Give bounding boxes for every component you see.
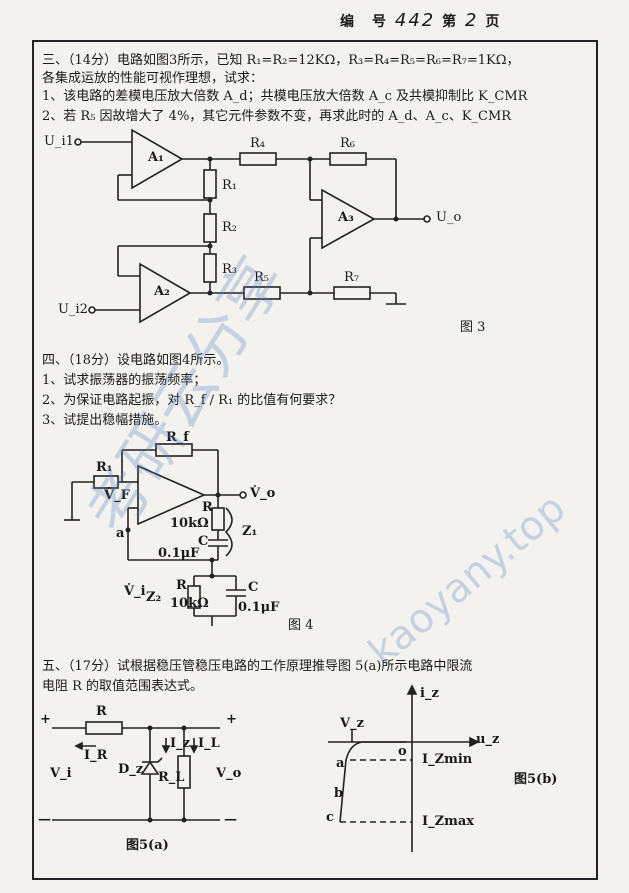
label-a2: A₂ — [154, 284, 170, 299]
label-r-series: R — [202, 500, 213, 515]
label-il: I_L — [198, 736, 220, 751]
label-point-c: c — [326, 810, 334, 825]
label-vo-5a: V_o — [216, 766, 242, 781]
page-prefix: 第 — [442, 14, 459, 30]
label-vf: V̇_F — [104, 488, 130, 503]
label-minus-out: — — [224, 812, 237, 827]
label-r5: R₅ — [254, 270, 269, 285]
label-izmin: I_Zmin — [422, 752, 473, 767]
q4-item1: 1、试求振荡器的振荡频率； — [42, 373, 207, 388]
label-r-parallel: R — [176, 578, 187, 593]
label-a3: A₃ — [338, 210, 354, 225]
q5-title: 五、（17分）试根据稳压管稳压电路的工作原理推导图 5(a)所示电路中限流 — [42, 659, 473, 674]
label-dz: D_z — [118, 762, 144, 777]
label-vi: V̇_i — [124, 584, 146, 599]
label-c-parallel: C — [248, 580, 259, 595]
q4-item3: 3、试提出稳幅措施。 — [42, 413, 168, 428]
exam-frame — [32, 40, 598, 880]
label-iz-axis: i_z — [420, 686, 439, 701]
label-vo: V̇_o — [250, 486, 276, 501]
label-plus-out: + — [226, 712, 237, 727]
label-r-series-value: 10kΩ — [170, 516, 209, 531]
label-r4: R₄ — [250, 136, 265, 151]
label-ui1: U_i1 — [44, 134, 74, 149]
code-label: 编 号 — [340, 14, 388, 30]
label-c-series-value: 0.1μF — [158, 546, 200, 561]
q3-item2: 2、若 R₅ 因故增大了 4%，其它元件参数不变，再求此时的 A_d、A_c、K… — [42, 109, 512, 124]
label-point-b: b — [334, 786, 344, 801]
page-header: 编 号 442 第 2 页 — [340, 10, 501, 31]
label-r6: R₆ — [340, 136, 355, 151]
opamp-oscillator — [137, 464, 206, 526]
label-uo: U_o — [436, 210, 462, 225]
label-rl: R_L — [158, 770, 185, 785]
label-minus-in: — — [38, 812, 51, 827]
label-r1-fig4: R₁ — [96, 460, 113, 475]
label-z1: Z₁ — [242, 524, 258, 539]
label-z2: Z₂ — [146, 590, 162, 605]
q3-title: 三、（14分）电路如图3所示，已知 R₁=R₂=12KΩ，R₃=R₄=R₅=R₆… — [42, 53, 520, 68]
label-r-limit: R — [96, 704, 107, 719]
label-izmax: I_Zmax — [422, 814, 474, 829]
label-uz-axis: u_z — [476, 732, 500, 747]
q3-line2: 各集成运放的性能可视作理想，试求： — [42, 71, 264, 86]
label-rf: R_f — [166, 430, 189, 445]
label-c-series: C — [198, 534, 209, 549]
label-vz: V_z — [340, 716, 364, 731]
figure5b-caption: 图5(b) — [514, 772, 558, 787]
label-node-a: a — [116, 526, 125, 541]
label-r2: R₂ — [222, 220, 237, 235]
label-r1: R₁ — [222, 178, 237, 193]
opamp-a2 — [139, 262, 192, 324]
page-number: 2 — [464, 10, 479, 31]
label-c-parallel-value: 0.1μF — [238, 600, 280, 615]
label-plus-in: + — [40, 712, 51, 727]
q4-title: 四、（18分）设电路如图4所示。 — [42, 353, 230, 368]
label-a1: A₁ — [148, 150, 164, 165]
q5-line2: 电阻 R 的取值范围表达式。 — [42, 679, 204, 694]
label-point-a: a — [336, 756, 345, 771]
q4-item2: 2、为保证电路起振，对 R_f / R₁ 的比值有何要求？ — [42, 393, 342, 408]
page-suffix: 页 — [485, 14, 502, 30]
figure4-caption: 图 4 — [288, 618, 314, 633]
q3-item1: 1、该电路的差模电压放大倍数 A_d；共模电压放大倍数 A_c 及共模抑制比 K… — [42, 89, 528, 104]
label-r3: R₃ — [222, 262, 237, 277]
label-r-parallel-value: 10kΩ — [170, 596, 209, 611]
figure5a-caption: 图5(a) — [126, 838, 169, 853]
zener-curve — [339, 741, 406, 823]
figure3-caption: 图 3 — [460, 320, 486, 335]
label-ui2: U_i2 — [58, 302, 88, 317]
code-value: 442 — [394, 10, 436, 31]
label-r7: R₇ — [344, 270, 359, 285]
opamp-a1 — [131, 128, 184, 190]
label-origin: o — [398, 744, 407, 759]
opamp-a3 — [321, 188, 376, 250]
label-ir: I_R — [84, 748, 108, 763]
label-vi-5a: V_i — [50, 766, 72, 781]
label-iz: I_z — [170, 736, 190, 751]
